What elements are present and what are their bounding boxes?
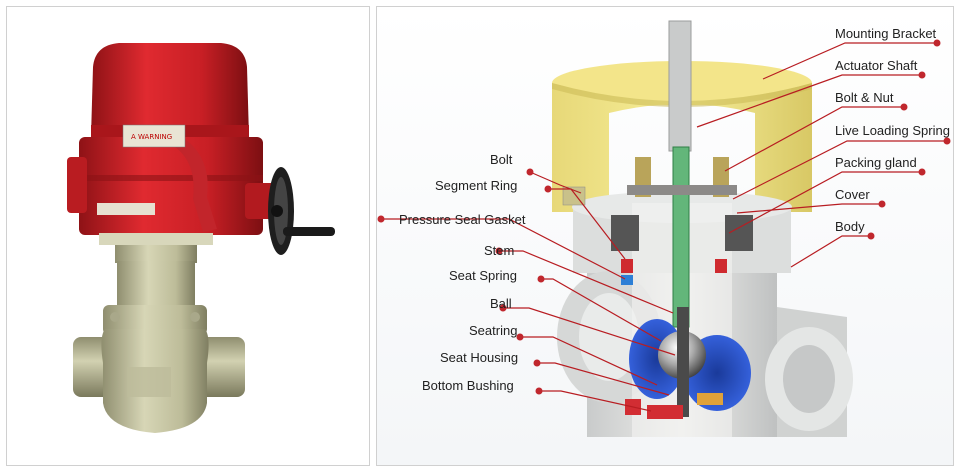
label-seat-housing: Seat Housing — [440, 350, 518, 365]
leader-dots — [377, 39, 951, 395]
bolts-shape — [562, 157, 753, 285]
nameplate-text: A WARNING — [131, 133, 172, 141]
label-stem: Stem — [484, 243, 514, 258]
label-cover: Cover — [835, 187, 870, 202]
valve-body — [73, 261, 245, 433]
label-ball: Ball — [490, 296, 512, 311]
label-live-loading-spring: Live Loading Spring — [835, 123, 950, 138]
label-segment-ring: Segment Ring — [435, 178, 517, 193]
label-bolt-nut: Bolt & Nut — [835, 90, 894, 105]
label-body: Body — [835, 219, 865, 234]
mounting-flange — [99, 233, 213, 245]
handwheel — [268, 167, 335, 255]
label-seatring: Seatring — [469, 323, 517, 338]
label-pressure-seal-gasket: Pressure Seal Gasket — [399, 212, 526, 227]
valve-photo-panel: A WARNING — [6, 6, 370, 466]
label-mounting-bracket: Mounting Bracket — [835, 26, 937, 41]
valve-photo: A WARNING — [67, 43, 335, 433]
cutaway-panel: Mounting Bracket Actuator Shaft Bolt & N… — [376, 6, 954, 466]
label-seat-spring: Seat Spring — [449, 268, 517, 283]
label-packing-gland: Packing gland — [835, 155, 917, 170]
leader-lines — [381, 42, 947, 412]
nameplate: A WARNING — [97, 124, 186, 215]
label-bottom-bushing: Bottom Bushing — [422, 378, 514, 393]
label-bolt: Bolt — [490, 152, 513, 167]
cutaway-diagram: Mounting Bracket Actuator Shaft Bolt & N… — [377, 20, 951, 437]
label-actuator-shaft: Actuator Shaft — [835, 58, 918, 73]
